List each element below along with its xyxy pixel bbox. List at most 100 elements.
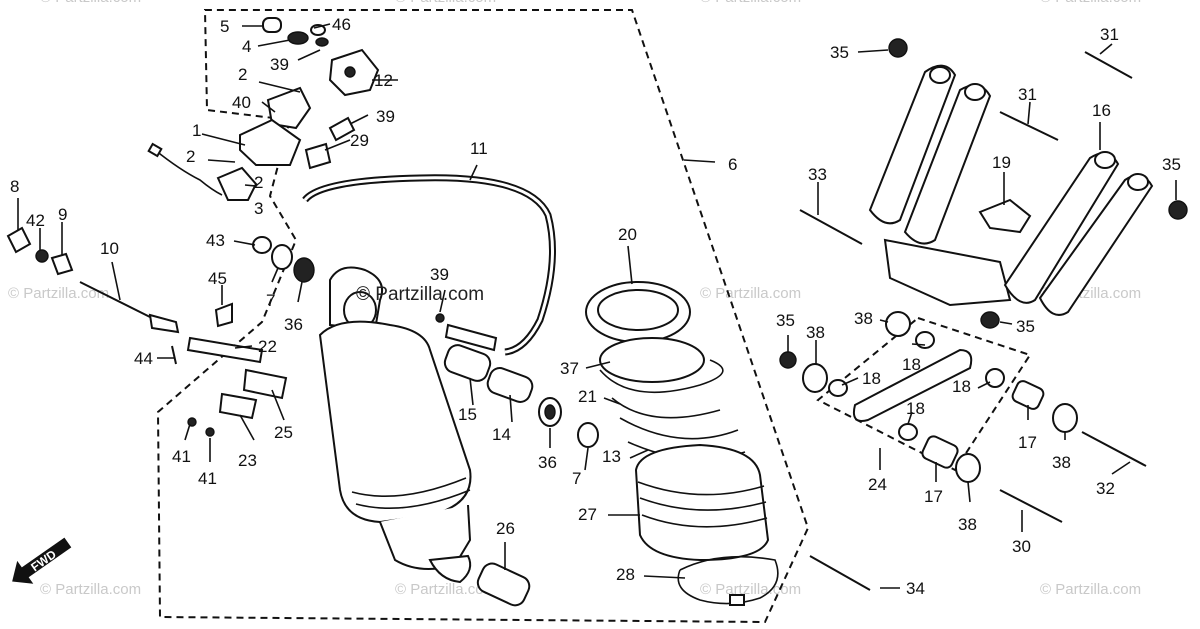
callout-32: 32 <box>1096 479 1115 498</box>
screw-41 <box>205 427 215 437</box>
callout-18: 18 <box>902 355 921 374</box>
callout-42: 42 <box>26 211 45 230</box>
connector-part <box>216 166 258 201</box>
bushing-38 <box>1052 403 1078 433</box>
shock-absorber <box>318 266 472 584</box>
callout-41: 41 <box>198 469 217 488</box>
watermark-text: © Partzilla.com <box>700 581 801 598</box>
callout-38: 38 <box>958 515 977 534</box>
spring-cover-27 <box>634 443 770 562</box>
callout-27: 27 <box>578 505 597 524</box>
callout-8: 8 <box>10 177 19 196</box>
callout-13: 13 <box>602 447 621 466</box>
nut-35 <box>1168 200 1188 220</box>
collar-18 <box>898 423 918 441</box>
spring-assembly <box>585 281 779 606</box>
callout-43: 43 <box>206 231 225 250</box>
callout-38: 38 <box>1052 453 1071 472</box>
collar-18 <box>828 379 848 397</box>
callout-1: 1 <box>192 121 201 140</box>
spring-coil <box>611 397 721 419</box>
wire-terminal <box>147 142 163 158</box>
callout-7: 7 <box>572 469 581 488</box>
bushing-38 <box>802 363 828 393</box>
callout-31: 31 <box>1018 85 1037 104</box>
callout-22: 22 <box>258 337 277 356</box>
cap-8 <box>6 226 32 254</box>
nut-35 <box>980 311 1000 329</box>
callout-25: 25 <box>274 423 293 442</box>
hose-fitting-part <box>304 142 332 170</box>
plate-25 <box>242 368 288 400</box>
collar-18 <box>915 331 935 349</box>
collar-14 <box>486 367 534 403</box>
callout-17: 17 <box>1018 433 1037 452</box>
callout-20: 20 <box>618 225 637 244</box>
hose-end-fitting <box>444 323 498 352</box>
valve-port <box>344 66 356 78</box>
body-band <box>355 489 471 509</box>
callout-35: 35 <box>1162 155 1181 174</box>
callout-29: 29 <box>350 131 369 150</box>
nut-9 <box>50 252 74 276</box>
callout-39: 39 <box>270 55 289 74</box>
nut-35 <box>779 351 797 369</box>
bolt-32 <box>1081 431 1147 467</box>
callout-12: 12 <box>374 71 393 90</box>
washer-7 <box>577 422 599 448</box>
callout-30: 30 <box>1012 537 1031 556</box>
callout-36: 36 <box>538 453 557 472</box>
callout-39: 39 <box>376 107 395 126</box>
callout-34: 34 <box>906 579 925 598</box>
callout-19: 19 <box>992 153 1011 172</box>
callout-39: 39 <box>430 265 449 284</box>
nut-35 <box>888 38 908 58</box>
callout-23: 23 <box>238 451 257 470</box>
pin-44 <box>171 345 177 365</box>
callout-15: 15 <box>458 405 477 424</box>
callout-4: 4 <box>242 37 251 56</box>
spring-coil <box>599 359 724 394</box>
callout-35: 35 <box>776 311 795 330</box>
callout-2: 2 <box>254 173 263 192</box>
callout-44: 44 <box>134 349 153 368</box>
callout-5: 5 <box>220 17 229 36</box>
callout-31: 31 <box>1100 25 1119 44</box>
dust-seal-19 <box>978 198 1032 234</box>
callout-17: 17 <box>924 487 943 506</box>
bolt-31 <box>999 111 1059 141</box>
callout-18: 18 <box>906 399 925 418</box>
watermark-text: © Partzilla.com <box>40 0 141 6</box>
watermark-text: © Partzilla.com <box>395 581 496 598</box>
bracket-22 <box>186 336 264 364</box>
callout-45: 45 <box>208 269 227 288</box>
body-band <box>351 477 467 497</box>
adjuster-cluster <box>147 17 380 201</box>
callout-18: 18 <box>862 369 881 388</box>
arm-16-rear <box>868 64 957 225</box>
watermark-text: © Partzilla.com <box>1040 581 1141 598</box>
linkage-arm-assembly <box>779 38 1188 591</box>
washer-part <box>315 37 329 47</box>
callout-35: 35 <box>830 43 849 62</box>
callout-24: 24 <box>868 475 887 494</box>
watermark-text: © Partzilla.com <box>700 285 801 302</box>
plate-23 <box>218 392 258 420</box>
callout-33: 33 <box>808 165 827 184</box>
collar-17 <box>1011 380 1045 410</box>
callout-2: 2 <box>238 65 247 84</box>
washer-7 <box>271 244 293 270</box>
nut-42 <box>35 249 49 263</box>
bushing-38 <box>885 311 911 337</box>
callout-26: 26 <box>496 519 515 538</box>
hose-inner <box>303 176 554 354</box>
o-ring-part <box>262 17 282 33</box>
callout-9: 9 <box>58 205 67 224</box>
callout-38: 38 <box>854 309 873 328</box>
bolt-30 <box>999 489 1063 523</box>
watermark-text: © Partzilla.com <box>700 0 801 6</box>
watermark-text: © Partzilla.com <box>395 0 496 6</box>
callout-11: 11 <box>470 139 488 158</box>
wire-part <box>154 149 223 196</box>
